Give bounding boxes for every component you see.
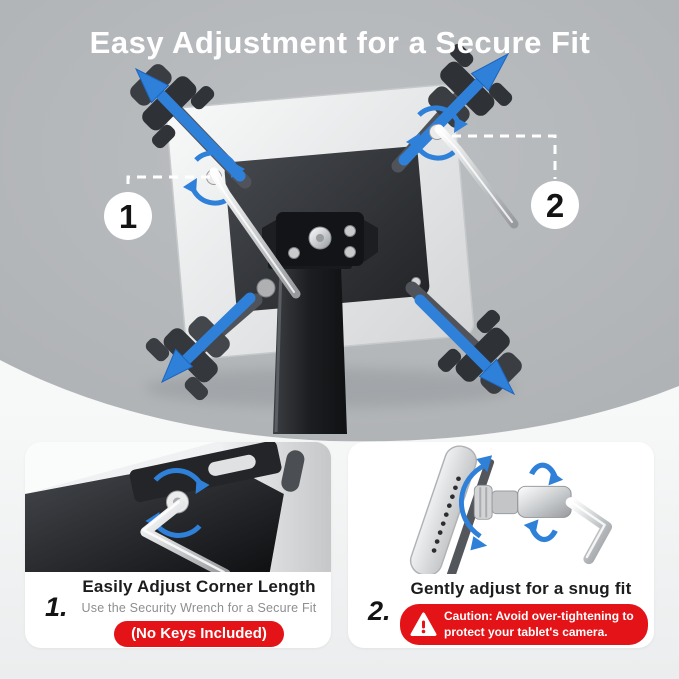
caution-text: Caution: Avoid over-tightening to protec… bbox=[444, 609, 634, 640]
rotation-arrow-right-icon bbox=[406, 105, 468, 161]
pole-highlight bbox=[274, 267, 283, 433]
step-1-text: Easily Adjust Corner Length Use the Secu… bbox=[25, 577, 331, 647]
steps-section: 1. Easily Adjust Corner Length Use the S… bbox=[25, 442, 654, 648]
hex-wrench-icon bbox=[565, 497, 613, 565]
corner-plate bbox=[25, 458, 284, 572]
hex-wrench-left-icon bbox=[209, 167, 301, 299]
pole-knob bbox=[256, 278, 276, 298]
slotted-arm bbox=[129, 442, 282, 503]
expand-arrow-top-left-icon bbox=[134, 67, 246, 182]
expand-arrow-bottom-right-icon bbox=[414, 294, 516, 396]
callout-1-connector bbox=[126, 175, 210, 191]
callout-2-badge: 2 bbox=[531, 181, 579, 229]
callout-2-number: 2 bbox=[546, 187, 564, 224]
callout-1-badge: 1 bbox=[104, 192, 152, 240]
step-2-text: Gently adjust for a snug fit Caution: Av… bbox=[348, 579, 654, 646]
step-2-number: 2. bbox=[368, 596, 391, 626]
screw-assembly bbox=[473, 484, 572, 520]
hero-section: 1 2 Easy Adjustment for a Secure Fit bbox=[0, 0, 679, 442]
step-1-card: 1. Easily Adjust Corner Length Use the S… bbox=[25, 442, 331, 648]
curved-double-arrow-icon bbox=[458, 455, 493, 551]
step-1-subheading: Use the Security Wrench for a Secure Fit bbox=[81, 601, 317, 615]
corner-adjust-photo bbox=[25, 442, 331, 572]
tablet-slot bbox=[281, 450, 305, 492]
caution-box: Caution: Avoid over-tightening to protec… bbox=[400, 604, 648, 646]
snug-fit-illustration bbox=[348, 442, 654, 574]
caution-line-2: protect your tablet's camera. bbox=[444, 624, 608, 639]
center-bracket bbox=[262, 212, 378, 266]
step-2-card: 2. Gently adjust for a snug fit Caution:… bbox=[348, 442, 654, 648]
step-1-heading: Easily Adjust Corner Length bbox=[82, 577, 316, 596]
expand-arrow-bottom-left-icon bbox=[161, 292, 256, 384]
no-keys-badge: (No Keys Included) bbox=[114, 621, 284, 647]
hero-title: Easy Adjustment for a Secure Fit bbox=[90, 25, 591, 60]
rotation-arrow-icon bbox=[523, 462, 564, 543]
stand-pole bbox=[273, 266, 347, 434]
step-1-number: 1. bbox=[45, 592, 68, 622]
callout-1-number: 1 bbox=[119, 198, 137, 235]
callout-2-connector bbox=[452, 134, 557, 179]
caution-line-1: Caution: Avoid over-tightening to bbox=[444, 609, 634, 623]
hex-wrench-right-icon bbox=[434, 124, 519, 229]
hex-wrench-icon bbox=[140, 499, 231, 572]
step-2-heading: Gently adjust for a snug fit bbox=[410, 579, 632, 598]
warning-icon bbox=[410, 612, 437, 637]
